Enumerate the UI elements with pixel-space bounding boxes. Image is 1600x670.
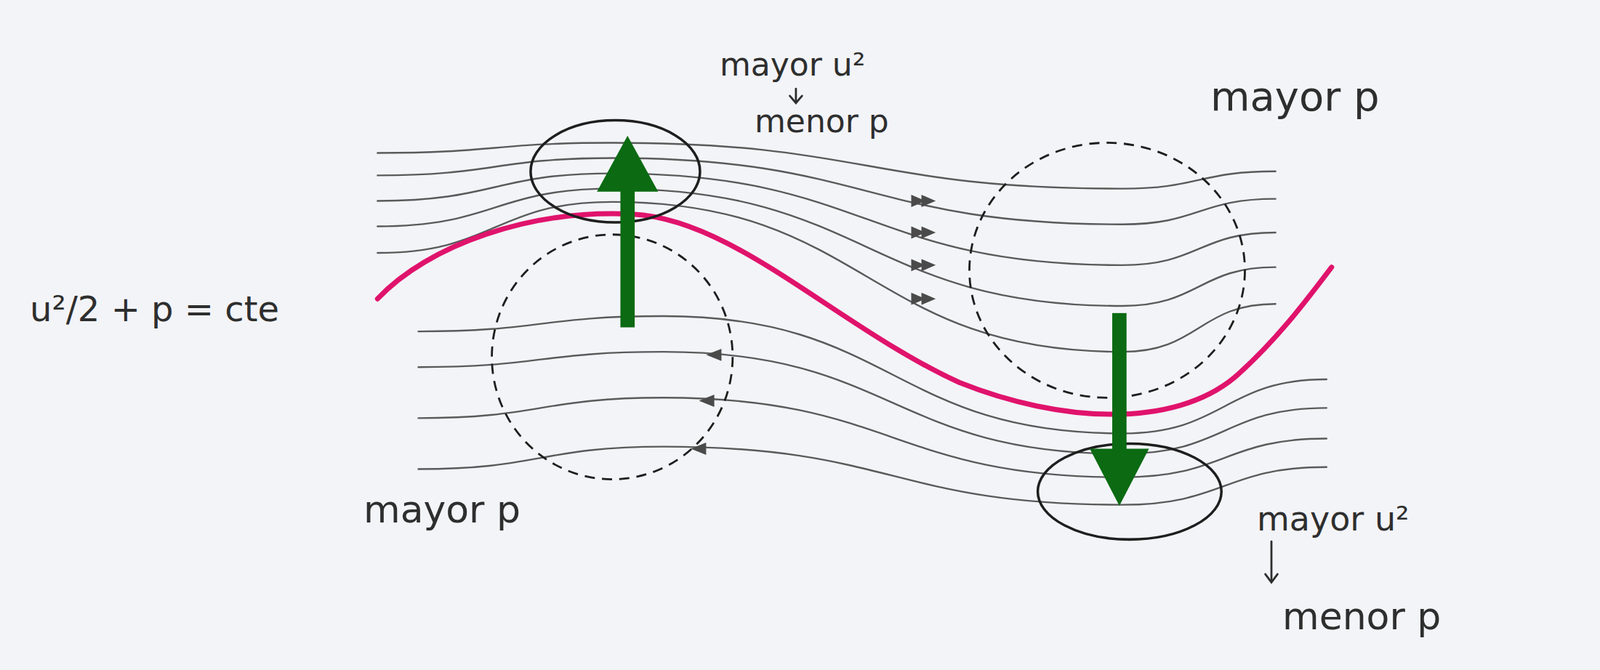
bernoulli-equation: u²/2 + p = cte — [28, 290, 281, 328]
interface-curve — [377, 213, 1332, 415]
regions — [492, 120, 1246, 541]
pressure-note: menor p — [753, 104, 891, 139]
velocity-note: mayor u² — [1255, 501, 1411, 537]
force-arrows — [596, 135, 1149, 506]
implies-arrows — [789, 88, 1278, 583]
velocity-note: mayor u² — [718, 47, 867, 82]
pressure-note: mayor p — [1208, 75, 1382, 119]
pressure-note: mayor p — [362, 489, 522, 530]
pressure-note: menor p — [1280, 596, 1443, 637]
